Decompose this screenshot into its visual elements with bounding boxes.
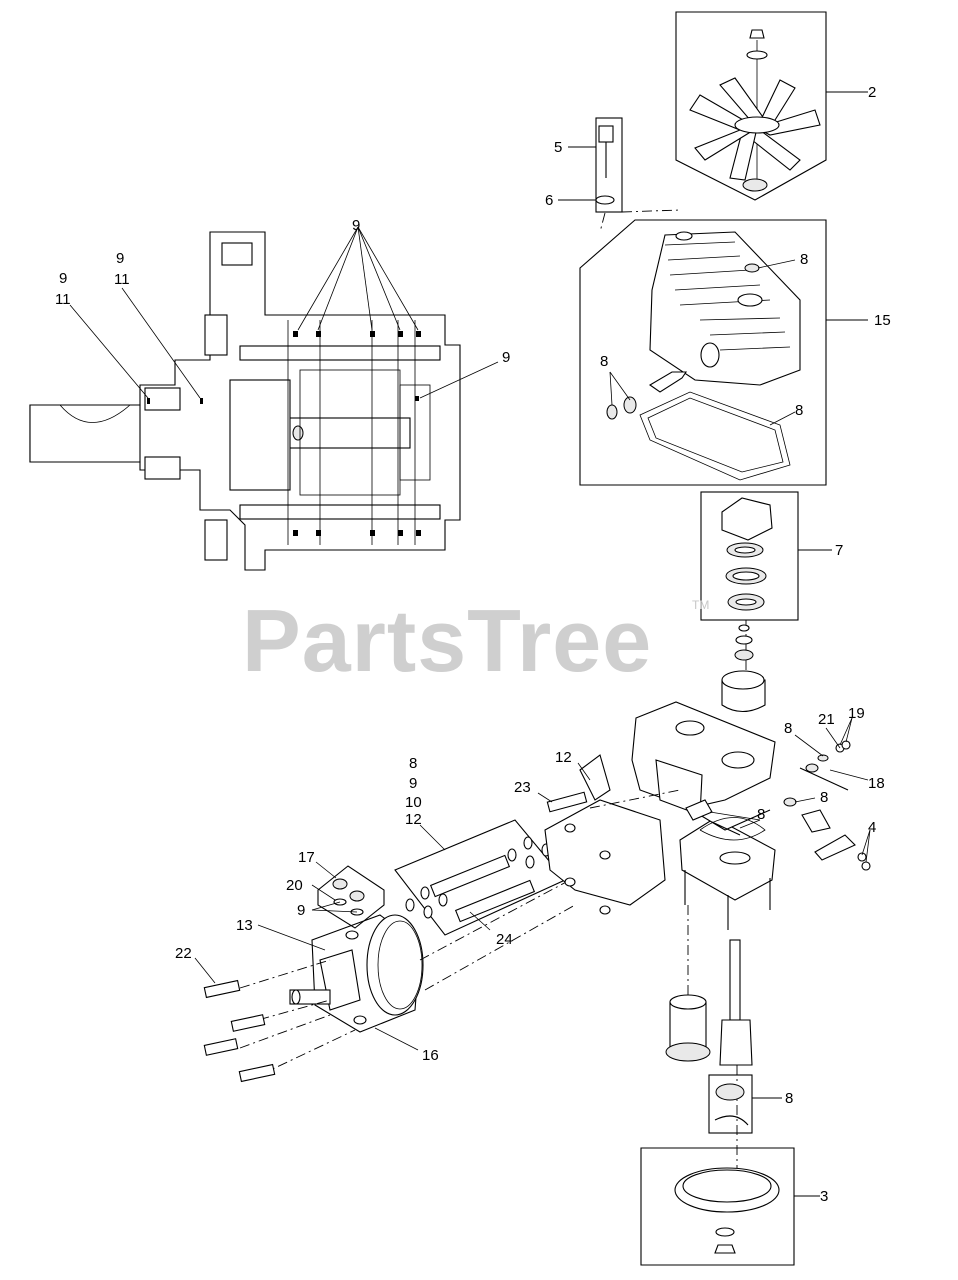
callout-9-top: 9 <box>352 217 361 234</box>
callout-3: 3 <box>820 1188 829 1205</box>
callout-21: 21 <box>818 711 835 728</box>
callout-6: 6 <box>545 192 554 209</box>
callout-8-gasket: 8 <box>795 402 804 419</box>
watermark-text: PartsTree <box>242 591 653 690</box>
callout-4: 4 <box>868 819 877 836</box>
callout-9-check: 9 <box>297 902 306 919</box>
dipstick-box <box>558 117 681 233</box>
fan-assembly-box <box>675 11 868 201</box>
callout-8-kit: 8 <box>409 755 418 772</box>
callout-8-seals: 8 <box>600 353 609 370</box>
callout-16: 16 <box>422 1047 439 1064</box>
callout-18: 18 <box>868 775 885 792</box>
callout-9-right: 9 <box>502 349 511 366</box>
housing-box <box>579 219 868 486</box>
valve-fittings <box>685 740 871 871</box>
cylinder-block <box>721 620 766 713</box>
housing-casting <box>649 231 801 386</box>
callout-9-kit: 9 <box>409 775 418 792</box>
callout-11-a: 11 <box>55 291 71 308</box>
tube-kit-box <box>394 819 566 936</box>
callout-19: 19 <box>848 705 865 722</box>
cross-section-view <box>29 231 461 571</box>
callout-15: 15 <box>874 312 891 329</box>
callout-8-center: 8 <box>757 806 766 823</box>
callout-13: 13 <box>236 917 253 934</box>
callout-8-valve: 8 <box>784 720 793 737</box>
callout-8-top: 8 <box>800 251 809 268</box>
callout-22: 22 <box>175 945 192 962</box>
callout-8-fitting: 8 <box>820 789 829 806</box>
callout-5: 5 <box>554 139 563 156</box>
leader-lines <box>69 226 871 1051</box>
callout-11-b: 11 <box>114 271 130 288</box>
callout-17: 17 <box>298 849 315 866</box>
callout-9-left-a: 9 <box>59 270 68 287</box>
fan-blades <box>689 77 821 181</box>
trademark-mark: TM <box>692 598 710 612</box>
callout-9-left-b: 9 <box>116 250 125 267</box>
callout-2: 2 <box>868 84 877 101</box>
callout-20: 20 <box>286 877 303 894</box>
motor-body <box>203 879 576 1083</box>
callout-12-bracket: 12 <box>555 749 572 766</box>
callout-24: 24 <box>496 931 513 948</box>
callout-7: 7 <box>835 542 844 559</box>
callout-23: 23 <box>514 779 531 796</box>
callout-8-bottom: 8 <box>785 1090 794 1107</box>
callout-12-kit: 12 <box>405 811 422 828</box>
callout-10: 10 <box>405 794 422 811</box>
bearing-box <box>700 491 832 621</box>
shaft-assembly <box>640 905 820 1266</box>
motor-housing <box>544 754 681 915</box>
